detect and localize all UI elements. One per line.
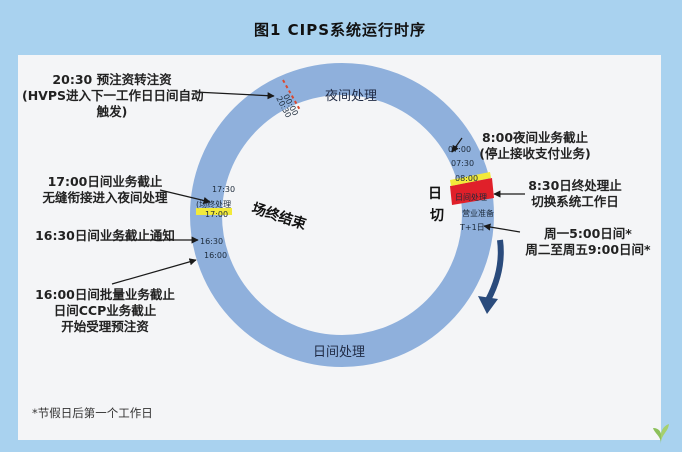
arrow-week [483, 223, 521, 233]
tick-0800: 08:00 [455, 174, 478, 183]
end-small-label: (场终处理 [196, 199, 231, 209]
end-yellow-band [196, 208, 232, 215]
callout-0830-line2: 切换系统工作日 [531, 194, 619, 209]
day-switch-label-2: 切 [430, 208, 444, 224]
day-processing-label: 日间处理 [313, 345, 365, 360]
callout-1700: 17:00日间业务截止 无缝衔接进入夜间处理 [30, 174, 180, 206]
callout-1600: 16:00日间批量业务截止 日间CCP业务截止 开始受理预注资 [30, 287, 180, 335]
tick-0700: 07:00 [448, 145, 471, 154]
callout-1630: 16:30日间业务截止通知 [30, 228, 180, 244]
callout-1700-line2: 无缝衔接进入夜间处理 [42, 190, 168, 205]
callout-1630-line1: 16:30日间业务截止通知 [35, 228, 175, 243]
footnote: *节假日后第一个工作日 [32, 406, 153, 420]
callout-0800-line1: 8:00夜间业务截止 [481, 130, 589, 145]
arrow-0800 [451, 137, 463, 153]
callout-2030-line2: (HVPS进入下一工作日日间自动 [22, 88, 204, 103]
leaf-logo-icon [653, 424, 669, 444]
callout-0830: 8:30日终处理止 切换系统工作日 [500, 178, 650, 210]
callout-1600-line3: 开始受理预注资 [61, 319, 149, 334]
tick-1630: 16:30 [200, 237, 223, 246]
t1-label: T+1日 [459, 223, 485, 232]
callout-2030: 20:30 预注资转注资 (HVPS进入下一工作日日间自动 触发) [22, 72, 204, 120]
midnight-marker [282, 79, 301, 111]
callout-2030-line3: 触发) [96, 104, 128, 119]
callout-week-line2: 周二至周五9:00日间* [525, 242, 651, 257]
switch-red-band [450, 178, 494, 205]
arrow-1600 [111, 258, 197, 285]
diagram-panel [18, 55, 661, 440]
day-proc-small-label: 日间处理 [455, 192, 487, 202]
tick-0730: 07:30 [451, 159, 474, 168]
callout-2030-line1: 20:30 预注资转注资 [52, 72, 172, 87]
callout-0830-line1: 8:30日终处理止 [528, 178, 622, 193]
switch-yellow-band-top [450, 172, 491, 186]
direction-arrow-head [478, 296, 498, 314]
callout-0800-line2: (停止接收支付业务) [479, 146, 591, 161]
callout-1700-line1: 17:00日间业务截止 [47, 174, 163, 189]
callout-0800: 8:00夜间业务截止 (停止接收支付业务) [460, 130, 610, 162]
arrow-1700 [159, 189, 211, 204]
callout-week: 周一5:00日间* 周二至周五9:00日间* [518, 226, 658, 258]
tick-1730: 17:30 [212, 185, 235, 194]
callout-1600-line2: 日间CCP业务截止 [53, 303, 157, 318]
tick-1700: 17:00 [205, 210, 228, 219]
figure-title: 图1 CIPS系统运行时序 [6, 10, 674, 48]
direction-arrow [485, 239, 504, 302]
night-processing-label: 夜间处理 [325, 89, 377, 104]
callout-week-line1: 周一5:00日间* [544, 226, 632, 241]
arrow-2030 [194, 91, 275, 100]
ready-label: 营业准备 [462, 208, 494, 218]
callout-1600-line1: 16:00日间批量业务截止 [35, 287, 175, 302]
day-switch-label-1: 日 [428, 186, 442, 202]
tick-1600: 16:00 [204, 251, 227, 260]
session-end-label: 场终结束 [250, 200, 309, 234]
